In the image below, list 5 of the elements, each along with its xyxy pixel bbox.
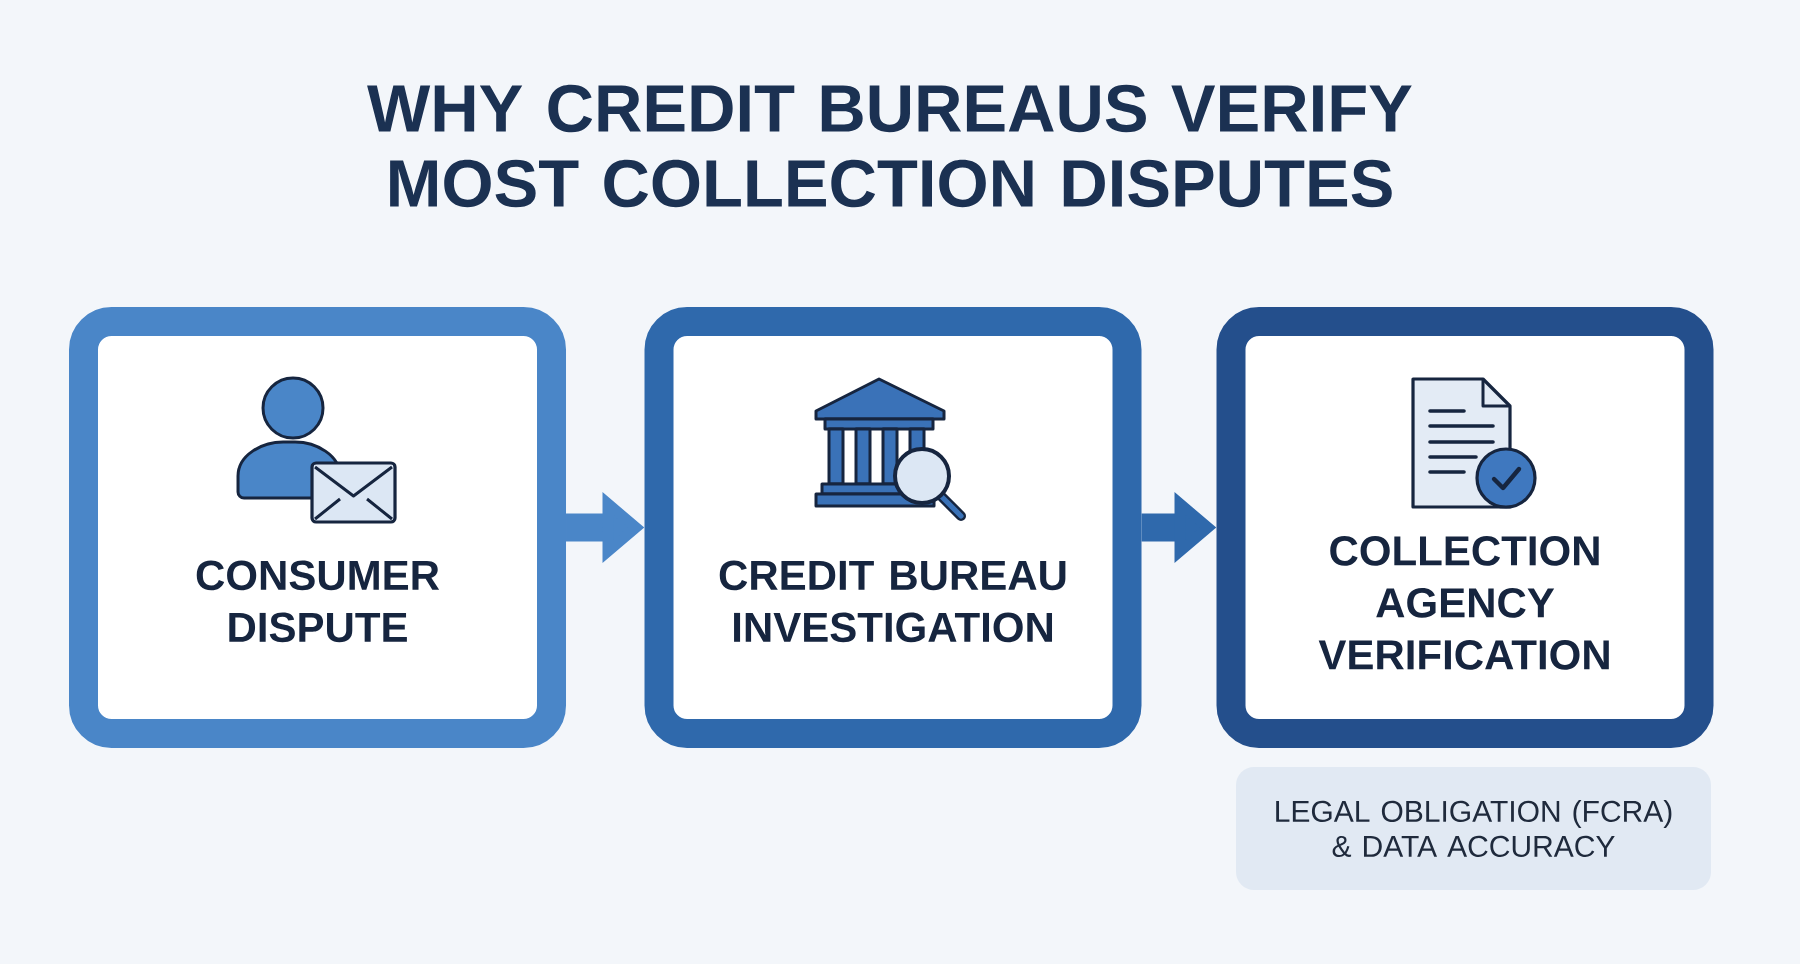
- process-box: CREDIT BUREAU INVESTIGATION: [644, 307, 1142, 748]
- title: WHY CREDIT BUREAUS VERIFY MOST COLLECTION DISPUTES: [367, 84, 1412, 208]
- process-box: CONSUMER DISPUTE: [69, 307, 566, 748]
- process-box: COLLECTION AGENCY VERIFICATION: [1216, 307, 1714, 748]
- note-box: LEGAL OBLIGATION (FCRA) & DATA ACCURACY: [1236, 767, 1711, 890]
